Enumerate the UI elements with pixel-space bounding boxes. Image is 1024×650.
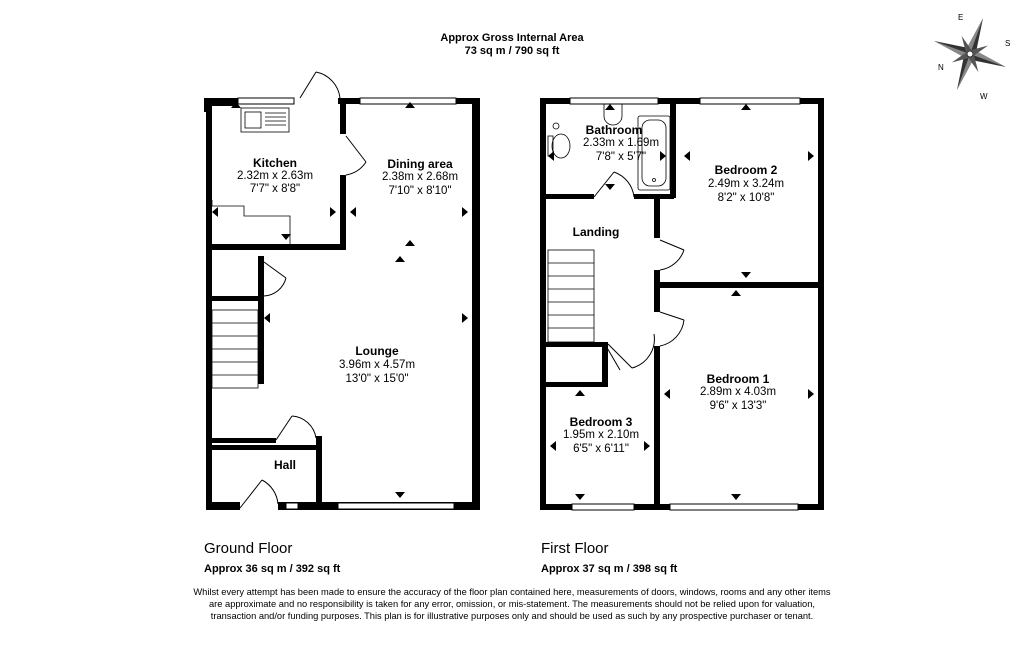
landing-label: Landing — [572, 225, 620, 239]
ground-floor-doors — [239, 71, 367, 509]
kitchen-label: Kitchen — [252, 156, 298, 170]
gross-area-value: 73 sq m / 790 sq ft — [464, 45, 560, 57]
ground-floor-stairs — [211, 309, 259, 389]
compass-n: N — [938, 63, 944, 72]
first-floor-stairs — [547, 249, 595, 343]
dining-metric: 2.38m x 2.68m — [381, 171, 459, 183]
dining-imperial: 7'10" x 8'10" — [388, 185, 452, 197]
gross-area-label: Approx Gross Internal Area — [440, 32, 584, 44]
ground-floor-dimension-arrows — [212, 102, 468, 498]
bedroom3-label: Bedroom 3 — [569, 415, 633, 429]
compass-e: E — [958, 13, 963, 22]
hall-label: Hall — [273, 458, 297, 472]
lounge-metric: 3.96m x 4.57m — [338, 359, 416, 371]
ground-floor-title: Ground Floor — [204, 540, 293, 557]
bedroom2-imperial: 8'2" x 10'8" — [717, 192, 775, 204]
first-floor-title: First Floor — [541, 540, 609, 557]
ground-floor-windows — [237, 97, 457, 510]
bedroom1-metric: 2.89m x 4.03m — [699, 386, 777, 398]
compass-rose-icon: N E S W — [934, 13, 1010, 101]
kitchen-fittings — [211, 107, 291, 244]
bedroom3-metric: 1.95m x 2.10m — [562, 429, 640, 441]
disclaimer-text: Whilst every attempt has been made to en… — [193, 587, 831, 621]
bedroom2-metric: 2.49m x 3.24m — [707, 178, 785, 190]
first-floor-area: Approx 37 sq m / 398 sq ft — [541, 563, 678, 575]
bedroom2-label: Bedroom 2 — [714, 163, 778, 177]
bedroom3-imperial: 6'5" x 6'11" — [573, 443, 629, 455]
bedroom1-imperial: 9'6" x 13'3" — [709, 400, 767, 412]
lounge-label: Lounge — [355, 344, 399, 358]
bathroom-label: Bathroom — [585, 123, 643, 137]
bathroom-fittings — [547, 104, 671, 191]
bathroom-imperial: 7'8" x 5'7" — [595, 151, 647, 163]
kitchen-metric: 2.32m x 2.63m — [236, 170, 314, 182]
first-floor-doors — [593, 171, 685, 371]
bathroom-metric: 2.33m x 1.69m — [582, 137, 660, 149]
first-floor-windows — [569, 97, 801, 511]
lounge-imperial: 13'0" x 15'0" — [345, 373, 409, 385]
dining-label: Dining area — [387, 157, 453, 171]
ground-floor-area: Approx 36 sq m / 392 sq ft — [204, 563, 341, 575]
compass-w: W — [980, 92, 988, 101]
first-floor-dimension-arrows — [548, 104, 814, 500]
bedroom1-label: Bedroom 1 — [706, 372, 770, 386]
kitchen-imperial: 7'7" x 8'8" — [249, 183, 301, 195]
compass-s: S — [1005, 39, 1010, 48]
